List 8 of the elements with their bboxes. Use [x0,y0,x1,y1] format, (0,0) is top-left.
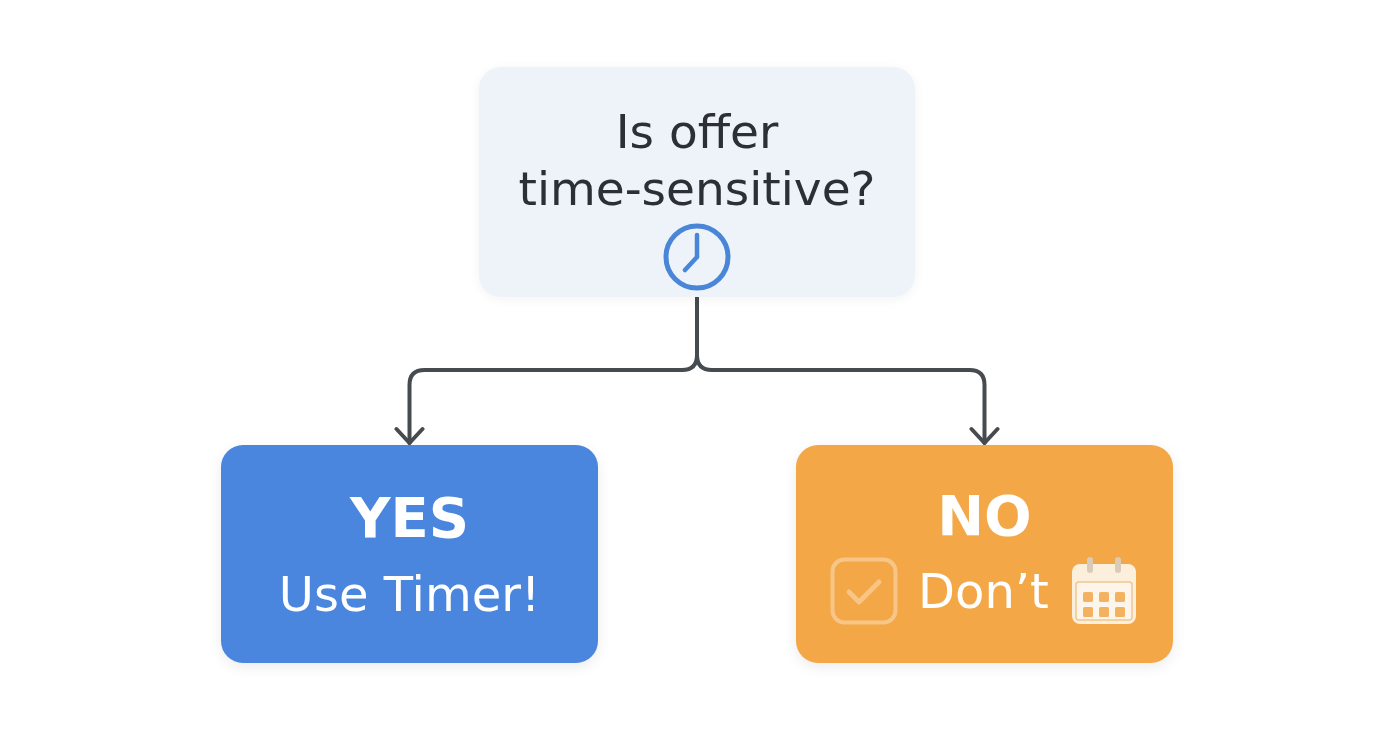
outcome-text: Don’t [918,562,1049,621]
outcome-box [796,445,1173,663]
outcome-text: Use Timer! [278,565,541,624]
question-text: Is offer time-sensitive? [517,103,877,217]
outcome-heading: YES [349,484,470,552]
outcome-box [221,445,598,663]
outcome-heading: NO [937,482,1032,550]
decision-box [479,67,915,297]
